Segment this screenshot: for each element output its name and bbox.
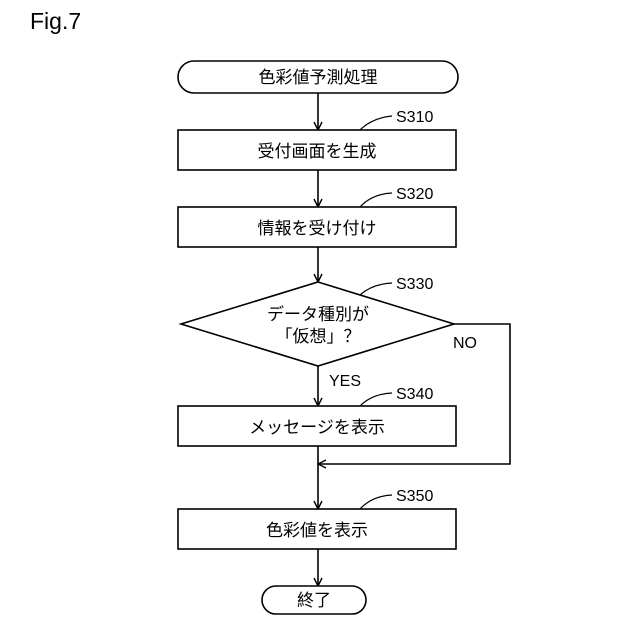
s310-leader: [360, 116, 392, 130]
process-s320: 情報を受け付け: [178, 207, 456, 247]
branch-no-label: NO: [453, 335, 477, 352]
s340-label: メッセージを表示: [249, 418, 385, 438]
s320-label: 情報を受け付け: [258, 219, 377, 239]
s320-leader: [360, 193, 392, 207]
end-terminal: 終了: [262, 586, 366, 614]
step-label-s310: S310: [396, 109, 433, 126]
s330-label-line2: 「仮想」？: [276, 327, 361, 347]
s340-leader: [360, 393, 392, 406]
process-s340: メッセージを表示: [178, 406, 456, 446]
s350-label: 色彩値を表示: [266, 521, 368, 541]
s330-leader: [360, 283, 392, 295]
process-s350: 色彩値を表示: [178, 509, 456, 549]
s330-label-line1: データ種別が: [267, 304, 369, 325]
s310-label: 受付画面を生成: [258, 142, 377, 162]
step-label-s340: S340: [396, 386, 433, 403]
s350-leader: [360, 495, 392, 509]
step-label-s320: S320: [396, 186, 433, 203]
decision-s330: データ種別が 「仮想」？: [181, 282, 454, 366]
step-label-s350: S350: [396, 488, 433, 505]
step-label-s330: S330: [396, 276, 433, 293]
start-terminal: 色彩値予測処理: [178, 61, 458, 93]
end-label: 終了: [297, 591, 331, 611]
process-s310: 受付画面を生成: [178, 130, 456, 170]
branch-yes-label: YES: [329, 373, 361, 390]
start-label: 色彩値予測処理: [259, 68, 378, 88]
